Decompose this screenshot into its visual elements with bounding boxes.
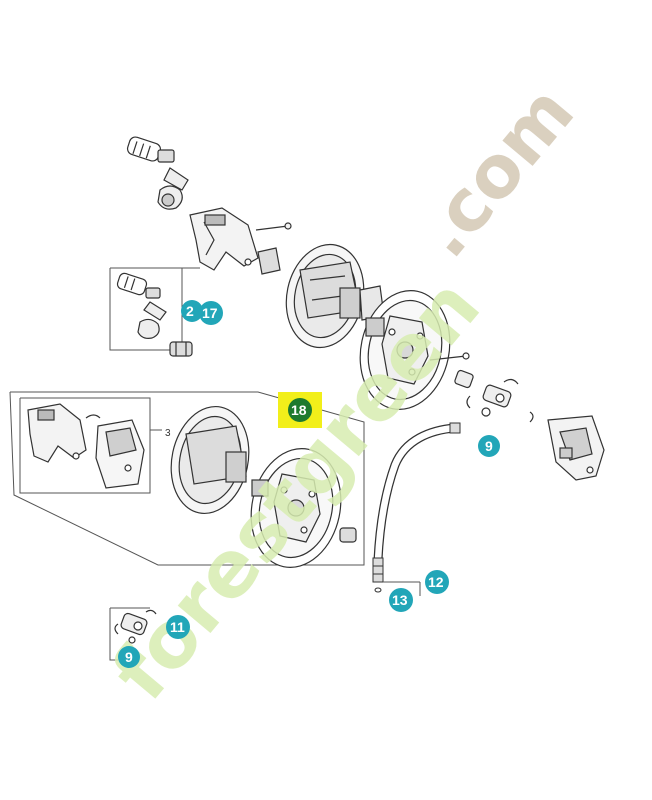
svg-text:13: 13 (392, 592, 408, 608)
crank-handle-top (126, 136, 189, 210)
callout-9-lower: 9 (118, 646, 140, 668)
reel-disk-upper (359, 290, 470, 410)
svg-text:11: 11 (170, 619, 185, 635)
reel-disk-lower (250, 448, 357, 568)
bracket-left-detail (27, 403, 87, 463)
cover-left-detail (85, 414, 145, 489)
bracket-top (189, 207, 292, 275)
svg-text:9: 9 (125, 649, 133, 665)
callout-12: 12 (425, 570, 449, 594)
hose (372, 422, 461, 596)
svg-text:9: 9 (485, 438, 493, 454)
crank-handle-detail (116, 272, 193, 357)
callout-17: 17 (199, 301, 223, 325)
label-three: 3 (165, 428, 171, 439)
detail-box-11 (109, 607, 150, 661)
callout-11: 11 (166, 615, 190, 639)
bracket-right (547, 415, 605, 481)
assembly-box-18 (9, 391, 365, 566)
svg-text:12: 12 (428, 574, 444, 590)
callout-9-upper: 9 (478, 435, 500, 457)
svg-text:18: 18 (291, 402, 307, 418)
watermark-dotcom: .com (401, 70, 590, 273)
callout-13: 13 (389, 588, 413, 612)
svg-text:2: 2 (186, 303, 194, 319)
callout-18: 18 (278, 392, 322, 428)
reel-drum-upper (285, 243, 385, 349)
callout-2: 2 (181, 300, 203, 322)
reel-drum-lower (170, 405, 250, 515)
swivel-fitting-upper (454, 369, 534, 423)
swivel-fitting-lower (114, 609, 157, 644)
svg-text:17: 17 (202, 305, 218, 321)
